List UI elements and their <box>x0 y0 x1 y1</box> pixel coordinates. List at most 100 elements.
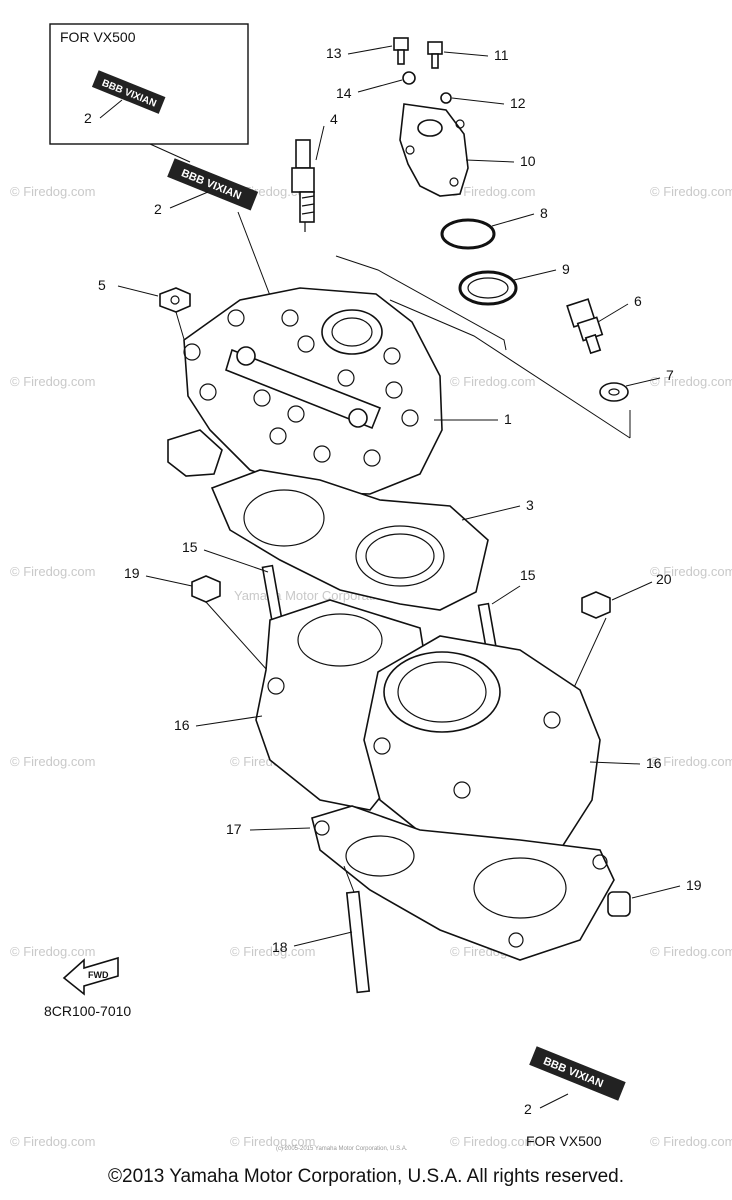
cylinder-right <box>363 635 601 867</box>
cap-nut-19 <box>581 591 611 619</box>
callout-13: 13 <box>326 45 342 61</box>
cylinder-head <box>167 287 443 495</box>
leader-line <box>631 885 681 899</box>
callout-10: 10 <box>520 153 536 169</box>
leader-line <box>451 97 505 105</box>
reference-line <box>389 299 631 439</box>
leader-line <box>315 125 325 161</box>
callout-9: 9 <box>562 261 570 277</box>
callout-20: 17 <box>226 821 242 837</box>
spark-plug <box>291 139 315 232</box>
leader-line <box>597 303 629 323</box>
washer-7 <box>599 382 629 402</box>
watermark: © Firedog.com <box>650 374 732 389</box>
watermark: © Firedog.com <box>230 1134 315 1149</box>
callout-1: 1 <box>504 411 512 427</box>
fwd-arrow-icon: FWD <box>62 956 119 996</box>
seal-ring-9 <box>458 270 518 306</box>
leader-line <box>539 1093 569 1109</box>
leader-line <box>357 79 403 93</box>
washer-14 <box>402 71 416 85</box>
callout-2: 2 <box>524 1101 532 1117</box>
leader-line <box>347 45 393 55</box>
watermark: © Firedog.com <box>650 944 732 959</box>
cap-nut-19 <box>191 575 221 603</box>
leader-line <box>461 505 521 521</box>
leader-line <box>99 99 123 119</box>
callout-15: 15 <box>182 539 198 555</box>
leader-line <box>117 285 159 297</box>
watermark: © Firedog.com <box>10 374 95 389</box>
watermark: © Firedog.com <box>230 944 315 959</box>
callout-11: 11 <box>494 47 509 63</box>
leader-line <box>491 213 535 227</box>
leader-line <box>145 575 193 587</box>
bolt-13 <box>393 37 409 65</box>
leader-line <box>513 269 557 281</box>
thermostat-cover <box>399 103 469 197</box>
leader-line <box>589 761 641 765</box>
callout-7: 7 <box>666 367 674 383</box>
watermark: © Firedog.com <box>450 374 535 389</box>
inset-title-bottom: FOR VX500 <box>526 1133 602 1149</box>
leader-line <box>203 549 269 573</box>
callout-14: 14 <box>336 85 352 101</box>
inset-frame <box>49 23 249 145</box>
callout-6: 6 <box>634 293 642 309</box>
dowel-pin-18 <box>607 891 631 917</box>
leader-line <box>443 51 489 57</box>
callout-12: 12 <box>510 95 526 111</box>
leader-line <box>169 191 209 209</box>
callout-19: 20 <box>656 571 672 587</box>
watermark: © Firedog.com <box>450 184 535 199</box>
watermark: © Firedog.com <box>10 1134 95 1149</box>
callout-5: 5 <box>98 277 106 293</box>
callout-18: 19 <box>686 877 702 893</box>
watermark-fine-print: (c) 2005-2015 Yamaha Motor Corporation, … <box>276 1146 408 1152</box>
leader-line <box>491 585 521 605</box>
leader-line <box>343 865 355 893</box>
decal-inset-top: BBB VIXIAN <box>91 70 166 114</box>
watermark: © Firedog.com <box>650 1134 732 1149</box>
callout-2: 2 <box>154 201 162 217</box>
watermark: © Firedog.com <box>10 754 95 769</box>
fwd-label: FWD <box>88 970 109 980</box>
base-gasket <box>311 805 615 961</box>
drawing-code: 8CR100-7010 <box>44 1003 131 1019</box>
decal-inset-bottom: BBB VIXIAN <box>529 1046 626 1101</box>
watermark: © Firedog.com <box>650 184 732 199</box>
temperature-sensor <box>566 298 604 355</box>
watermark: © Firedog.com <box>10 944 95 959</box>
callout-17: 18 <box>272 939 288 955</box>
callout-16: 16 <box>646 755 662 771</box>
watermark: © Firedog.com <box>650 754 732 769</box>
callout-2: 2 <box>84 110 92 126</box>
head-gasket <box>210 469 489 611</box>
leader-line <box>249 827 311 831</box>
leader-line <box>465 159 515 163</box>
cap-nut-5 <box>159 287 191 313</box>
washer-12 <box>440 92 452 104</box>
callout-8: 8 <box>540 205 548 221</box>
callout-3: 4 <box>330 111 338 127</box>
reference-line <box>335 255 507 351</box>
top-inset-box: FOR VX500 BBB VIXIAN 2 <box>49 23 249 163</box>
leader-line <box>293 931 353 947</box>
leader-line <box>611 581 653 601</box>
copyright-footer: ©2013 Yamaha Motor Corporation, U.S.A. A… <box>108 1166 624 1187</box>
inset-pointer <box>149 143 191 163</box>
watermark: © Firedog.com <box>10 184 95 199</box>
o-ring-8 <box>440 218 496 250</box>
leader-line <box>195 715 263 727</box>
inset-title-top: FOR VX500 <box>60 29 136 45</box>
leader-line <box>625 377 661 387</box>
callout-19: 19 <box>124 565 140 581</box>
callout-16: 16 <box>174 717 190 733</box>
watermark: © Firedog.com <box>650 564 732 579</box>
watermark: © Firedog.com <box>10 564 95 579</box>
bolt-11 <box>427 41 443 69</box>
callout-15: 15 <box>520 567 536 583</box>
stud-bolt-17 <box>345 890 371 994</box>
